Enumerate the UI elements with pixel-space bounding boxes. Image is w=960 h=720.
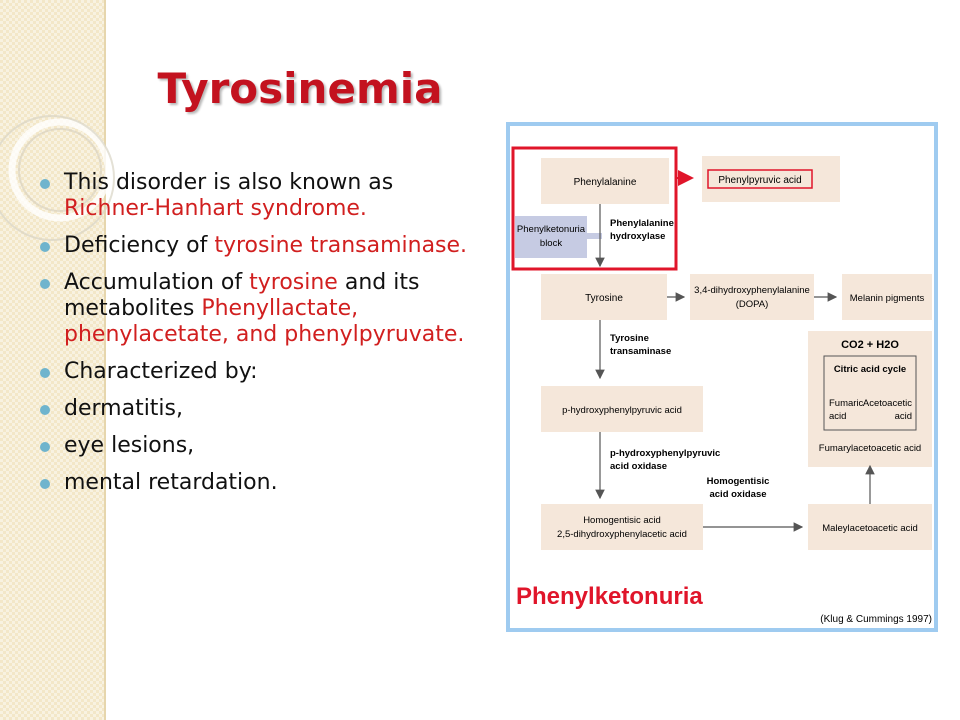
box-homogentisic <box>541 504 703 550</box>
label-phenylpyruvic-acid: Phenylpyruvic acid <box>718 175 801 186</box>
diagram-caption: Phenylketonuria <box>516 583 703 610</box>
bullet-dot-icon <box>40 368 50 378</box>
label-citric-acid-cycle: Citric acid cycle <box>834 364 906 375</box>
bullet-dot-icon <box>40 442 50 452</box>
label-dopa-2: (DOPA) <box>736 299 769 310</box>
label-homogentisic-2: 2,5-dihydroxyphenylacetic acid <box>557 529 687 540</box>
bullet-dot-icon <box>40 279 50 289</box>
bullet-item: dermatitis, <box>40 396 480 422</box>
label-hga-oxidase-1: Homogentisic <box>707 476 770 487</box>
label-tyrosine: Tyrosine <box>585 293 623 304</box>
label-pku-block-1: Phenylketonuria <box>517 224 586 235</box>
diagram-credit: (Klug & Cummings 1997) <box>820 614 932 625</box>
bullet-dot-icon <box>40 242 50 252</box>
label-co2-h2o: CO2 + H2O <box>841 339 899 351</box>
label-php-oxidase-2: acid oxidase <box>610 461 667 472</box>
box-maleylacetoacetic <box>808 504 932 550</box>
label-php-oxidase-1: p-hydroxyphenylpyruvic <box>610 448 720 459</box>
pathway-figure: Phenylalanine Phenylpyruvic acid Phenylk… <box>506 122 938 632</box>
label-pku-block-2: block <box>540 238 562 249</box>
highlight-text: tyrosine transaminase. <box>214 233 468 258</box>
bullet-dot-icon <box>40 179 50 189</box>
box-phenylpyruvic-acid <box>702 156 840 202</box>
bullet-item: Deficiency of tyrosine transaminase. <box>40 233 480 259</box>
label-tyr-transaminase-2: transaminase <box>610 346 671 357</box>
box-pku-block <box>515 216 587 258</box>
label-hga-oxidase-2: acid oxidase <box>709 489 766 500</box>
box-php-acid <box>541 386 703 432</box>
bullet-list: This disorder is also known as Richner-H… <box>40 170 480 507</box>
bullet-item: eye lesions, <box>40 433 480 459</box>
highlight-text: Phenyllactate, phenylacetate, and phenyl… <box>64 296 465 347</box>
label-acetoacetic-1: Acetoacetic <box>863 398 912 409</box>
box-phenylalanine <box>541 158 669 204</box>
label-melanin: Melanin pigments <box>850 293 925 304</box>
bullet-dot-icon <box>40 405 50 415</box>
label-dopa-1: 3,4-dihydroxyphenylalanine <box>694 285 810 296</box>
label-tyr-transaminase-1: Tyrosine <box>610 333 649 344</box>
box-melanin <box>842 274 932 320</box>
bullet-text: and its metabolites <box>64 270 420 321</box>
bullet-item: Accumulation of tyrosine and its metabol… <box>40 270 480 348</box>
bullet-text: Characterized by: <box>64 359 258 384</box>
bullet-dot-icon <box>40 479 50 489</box>
pathway-diagram: Phenylalanine Phenylpyruvic acid Phenylk… <box>511 146 932 625</box>
decorative-rings <box>0 115 115 241</box>
bullet-item: Characterized by: <box>40 359 480 385</box>
bullet-item: This disorder is also known as Richner-H… <box>40 170 480 222</box>
bullet-text: dermatitis, <box>64 396 184 421</box>
bullet-text: eye lesions, <box>64 433 195 458</box>
box-citric-acid-cycle <box>808 331 932 467</box>
label-fumaric-2: acid <box>829 411 846 422</box>
label-phenylalanine: Phenylalanine <box>574 177 637 188</box>
bullet-text: mental retardation. <box>64 470 278 495</box>
box-tyrosine <box>541 274 667 320</box>
highlight-text: tyrosine <box>249 270 338 295</box>
box-dopa <box>690 274 814 320</box>
label-fumaric-1: Fumaric <box>829 398 864 409</box>
bullet-item: mental retardation. <box>40 470 480 496</box>
label-php-acid: p-hydroxyphenylpyruvic acid <box>562 405 682 416</box>
label-phe-hydroxylase-2: hydroxylase <box>610 231 665 242</box>
pku-highlight-frame <box>511 146 678 271</box>
label-homogentisic-1: Homogentisic acid <box>583 515 661 526</box>
label-fumarylacetoacetic: Fumarylacetoacetic acid <box>819 443 921 454</box>
label-maleylacetoacetic: Maleylacetoacetic acid <box>822 523 918 534</box>
highlight-text: Richner-Hanhart syndrome. <box>64 196 367 221</box>
label-phe-hydroxylase-1: Phenylalanine <box>610 218 674 229</box>
bullet-text: Accumulation of <box>64 270 250 295</box>
page-title: Tyrosinemia <box>157 64 443 113</box>
bullet-text: Deficiency of <box>64 233 215 258</box>
label-acetoacetic-2: acid <box>895 411 912 422</box>
bullet-text: This disorder is also known as <box>64 170 394 195</box>
